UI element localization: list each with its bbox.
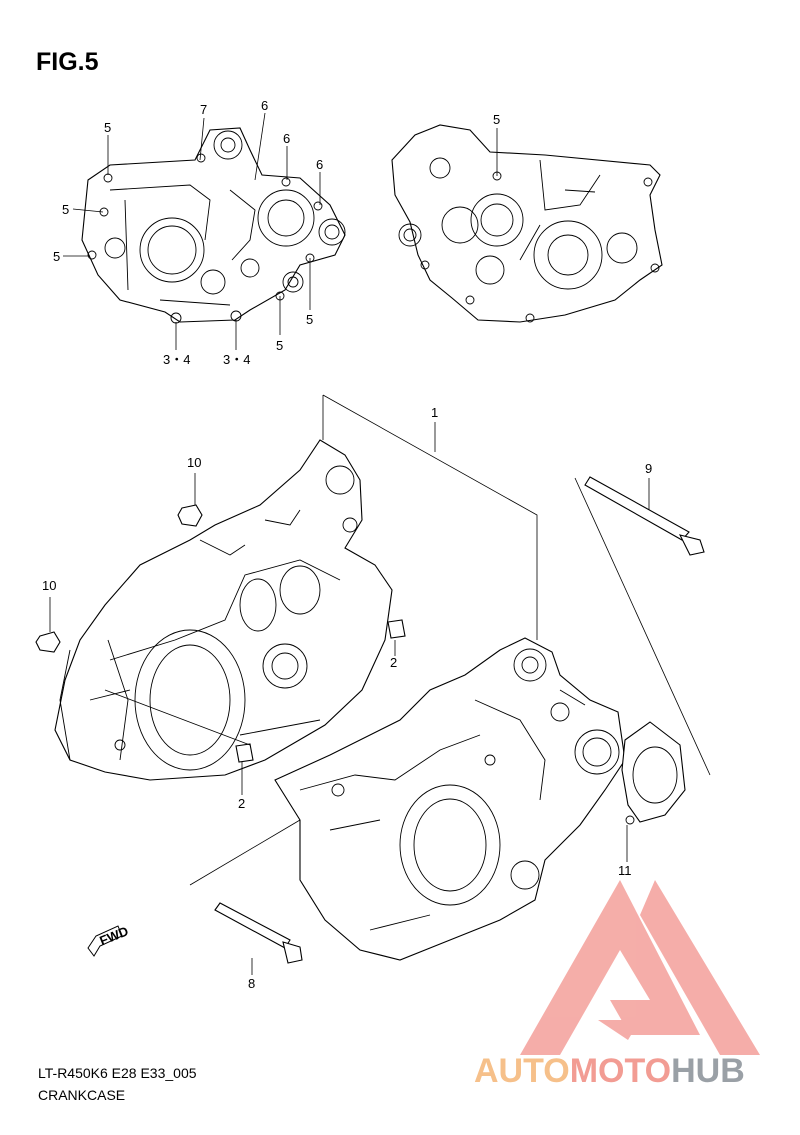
- callout-label: 1: [431, 405, 438, 420]
- short-bolt-part: [214, 902, 303, 964]
- callout-label: 5: [276, 338, 283, 353]
- callout-label: 10: [42, 578, 56, 593]
- nut-part-upper: [177, 504, 203, 527]
- callout-label: 8: [248, 976, 255, 991]
- callout-label: 2: [238, 796, 245, 811]
- dowel-part-upper: [387, 619, 406, 639]
- callout-label: 5: [306, 312, 313, 327]
- watermark-moto: MOTO: [569, 1052, 672, 1090]
- callout-label: 5: [62, 202, 69, 217]
- callout-label: 6: [261, 98, 268, 113]
- dowel-part-lower: [235, 743, 254, 763]
- nut-part-lower: [35, 631, 61, 653]
- fwd-arrow-icon: FWD: [87, 923, 130, 957]
- figure-title: FIG.5: [36, 48, 99, 76]
- callout-label: 6: [283, 131, 290, 146]
- assembly-bracket: [322, 394, 538, 640]
- callout-label: 9: [645, 461, 652, 476]
- diagram-caption: CRANKCASE: [38, 1087, 126, 1103]
- watermark-logo: [520, 880, 760, 1055]
- leader-lines: [49, 112, 650, 975]
- fwd-label: FWD: [97, 923, 130, 948]
- callout-label: 6: [316, 157, 323, 172]
- left-crankcase-half: [54, 439, 393, 781]
- long-bolt-part: [584, 476, 705, 556]
- callout-label: 10: [187, 455, 201, 470]
- watermark-hub: HUB: [671, 1052, 745, 1090]
- callout-label: 3・4: [223, 352, 250, 367]
- callout-label: 5: [493, 112, 500, 127]
- callout-label: 5: [53, 249, 60, 264]
- watermark-text: AUTOMOTOHUB: [474, 1052, 745, 1091]
- gasket-part: [621, 721, 686, 825]
- watermark-auto: AUTO: [474, 1052, 570, 1090]
- callout-label: 7: [200, 102, 207, 117]
- callout-label: 2: [390, 655, 397, 670]
- callout-label: 3・4: [163, 352, 190, 367]
- callout-label: 5: [104, 120, 111, 135]
- callout-label: 11: [618, 863, 632, 878]
- crankcase-right-detail: [391, 124, 663, 323]
- right-crankcase-half: [274, 637, 626, 961]
- crankcase-left-detail: [81, 127, 346, 324]
- diagram-code: LT-R450K6 E28 E33_005: [38, 1065, 197, 1081]
